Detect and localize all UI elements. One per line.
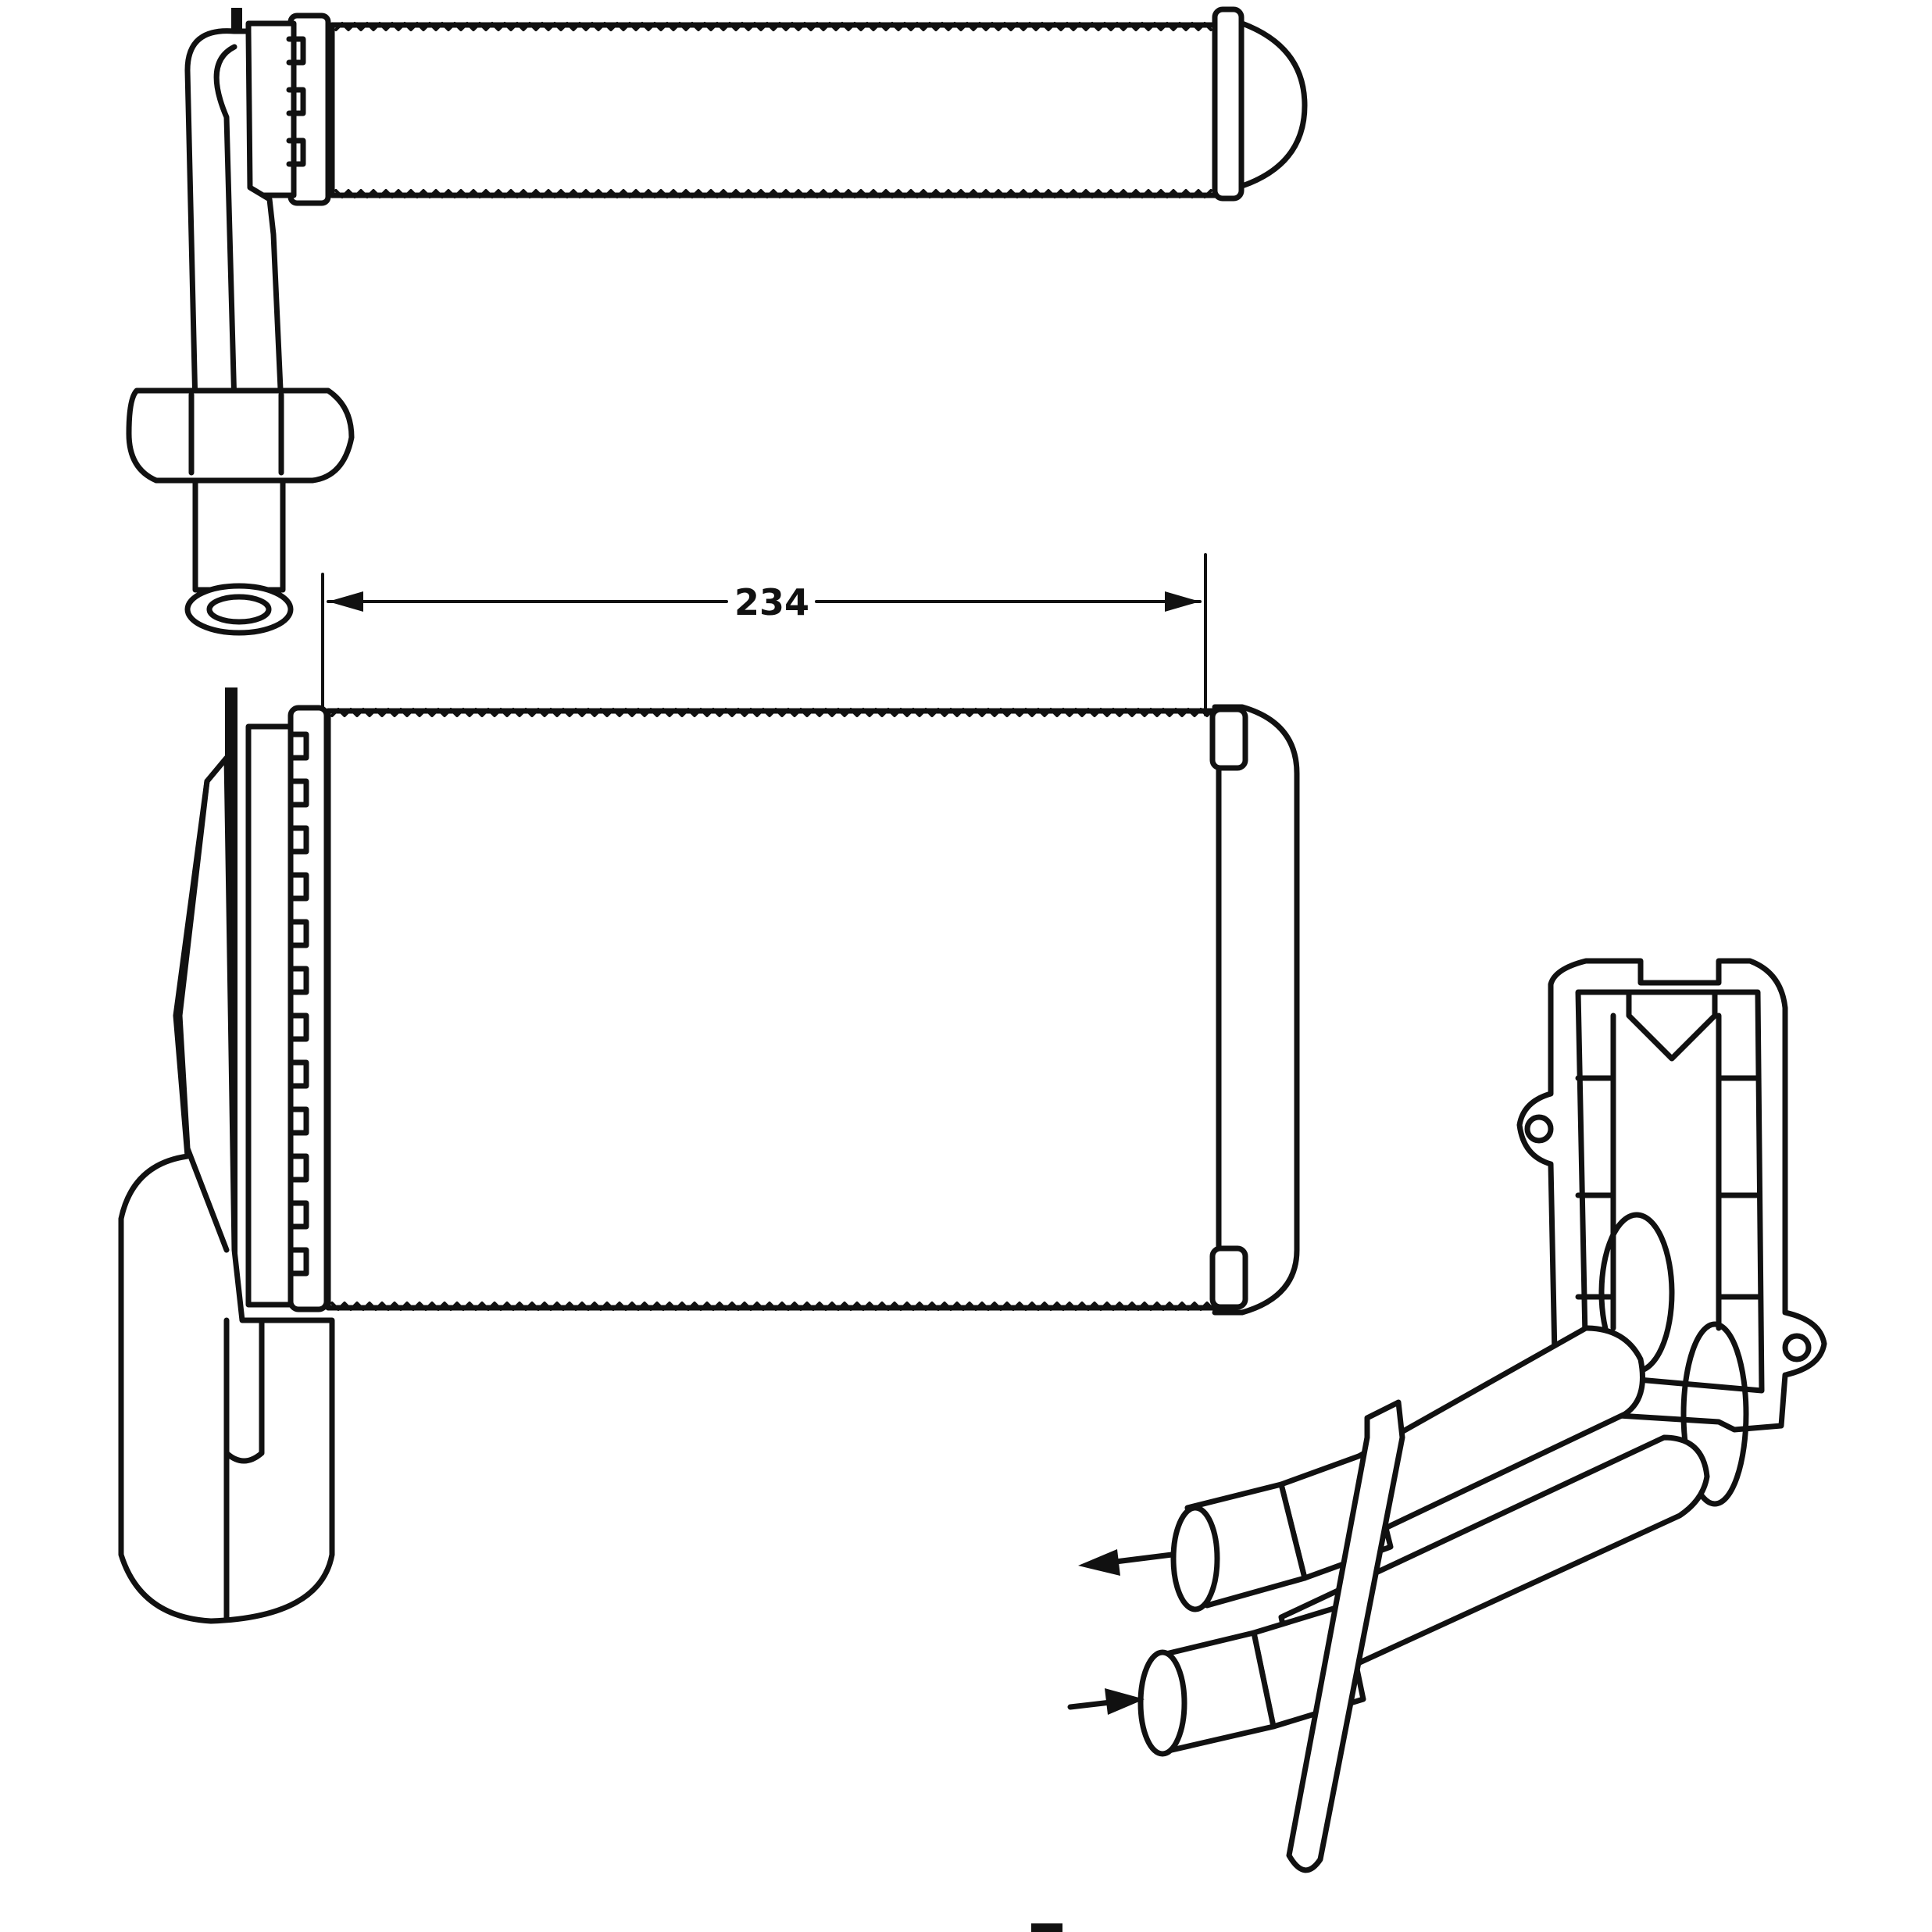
dimension-label: 234 xyxy=(734,581,809,623)
iso-mount-hole-right xyxy=(1782,1333,1812,1362)
front-view-cap-top xyxy=(1209,706,1248,771)
top-view-pipe-seam xyxy=(213,44,237,409)
front-view-inlet-tank xyxy=(118,755,335,1624)
top-view-fin-edge-top xyxy=(334,22,1212,31)
top-view-spigot-bore xyxy=(206,594,272,625)
front-view-cap-bottom xyxy=(1209,1245,1248,1310)
flow-arrow-out-head xyxy=(1078,1549,1120,1576)
cropped-mark xyxy=(1031,1923,1062,1932)
iso-outlet-mouth xyxy=(1170,1505,1220,1612)
top-view-pipe-body xyxy=(184,28,284,409)
top-view-crimp xyxy=(286,36,306,167)
top-view-spigot xyxy=(192,477,286,593)
front-view xyxy=(118,687,1300,1624)
isometric-view xyxy=(1067,958,1827,1873)
top-view-core xyxy=(329,22,1224,198)
front-view-side-plate xyxy=(245,723,294,1308)
iso-retaining-strap xyxy=(1286,1399,1405,1873)
iso-plate-rib-left xyxy=(1575,1012,1616,1331)
front-view-core xyxy=(325,708,1222,1311)
top-view-fin-edge-bottom xyxy=(334,189,1212,198)
flow-arrow-in-head xyxy=(1105,1688,1145,1715)
front-view-fin-edge-bottom xyxy=(330,1302,1215,1311)
front-view-fin-edge-top xyxy=(330,708,1215,717)
top-view-tank-plate xyxy=(245,20,297,198)
iso-inlet-mouth xyxy=(1137,1649,1187,1757)
width-dimension: 234 xyxy=(321,553,1207,716)
iso-inlet-pipe xyxy=(1278,1434,1710,1695)
iso-port-lower xyxy=(1680,1321,1749,1507)
front-view-tank-rib-2 xyxy=(223,1317,265,1464)
top-view xyxy=(126,6,1308,636)
top-view-right-cap xyxy=(1212,6,1245,202)
front-view-return-tank xyxy=(1212,704,1300,1316)
iso-plate-rib-right xyxy=(1716,1012,1761,1331)
iso-plate-inner xyxy=(1575,989,1765,1394)
top-view-flange-seam xyxy=(188,391,284,476)
front-view-crimp xyxy=(287,731,309,1277)
dimension-arrow-right xyxy=(1165,591,1200,612)
iso-mount-hole-left xyxy=(1524,1114,1554,1144)
front-view-tank-rib-1 xyxy=(177,778,230,1253)
top-view-right-dome xyxy=(1239,20,1308,189)
flow-arrow-out-line xyxy=(1106,1552,1175,1566)
iso-plate-chevron xyxy=(1626,989,1718,1062)
top-view-flange xyxy=(126,387,355,484)
dimension-arrow-left xyxy=(328,591,363,612)
top-view-spigot-end xyxy=(184,583,294,636)
